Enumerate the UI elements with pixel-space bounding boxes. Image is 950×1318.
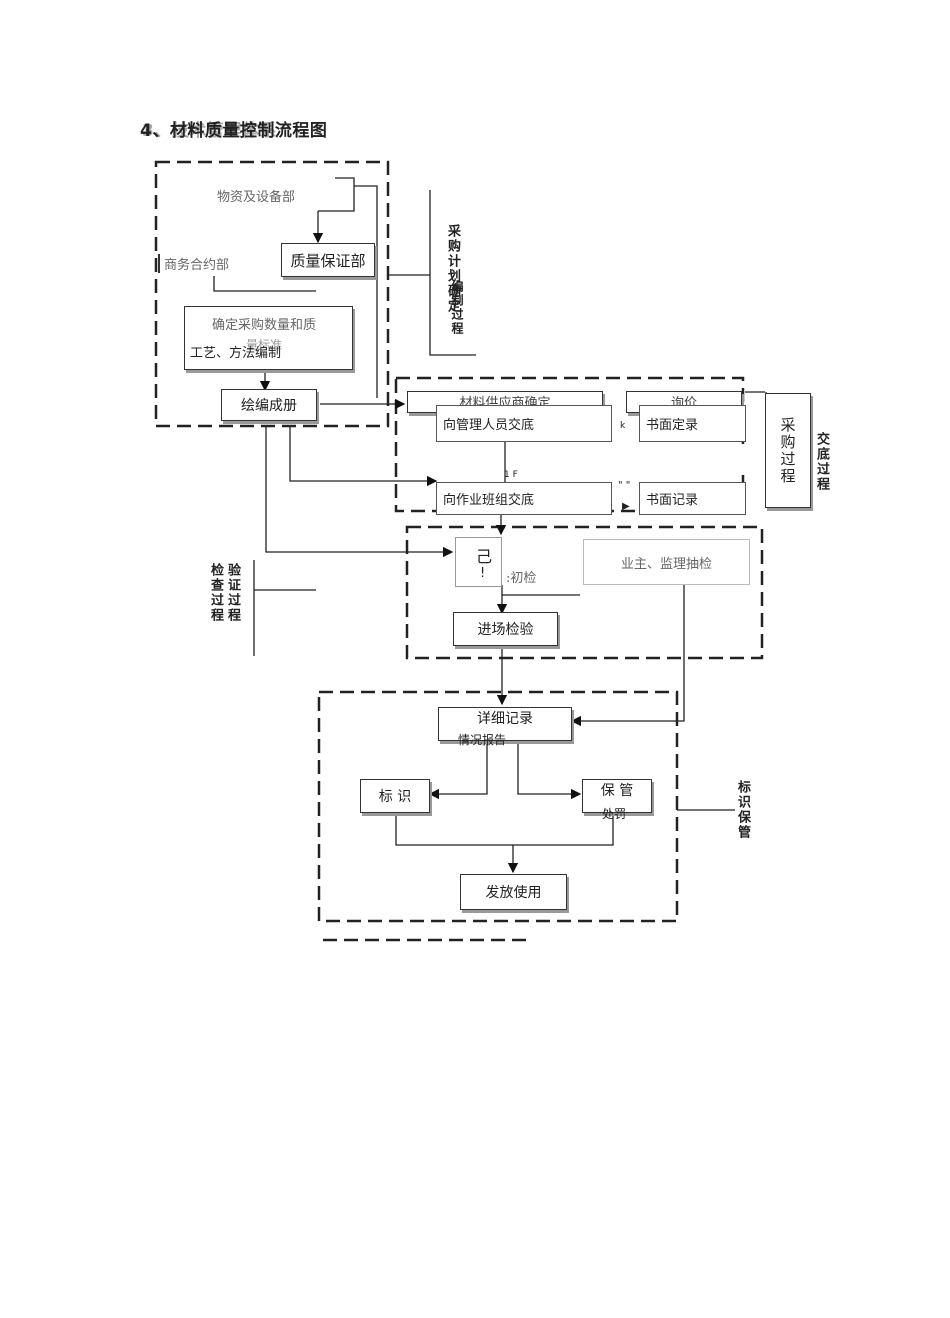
detailed-record-box: 详细记录 <box>438 707 572 741</box>
side-label-plan-a: 采购计划确定 <box>445 224 460 314</box>
owner-supervisor-check-box: 业主、监理抽检 <box>583 539 750 585</box>
char-excl: ! <box>480 566 486 581</box>
written-record-1-box: 书面定录 <box>639 405 746 442</box>
situation-report-label: 情况报告 <box>458 733 507 747</box>
purchase-process-box: 采购过程 <box>765 393 811 508</box>
side-label-inspection-b: 验证过程 <box>225 563 240 623</box>
initial-check-label: :初检 <box>506 571 537 586</box>
storage-box: 保 管 <box>582 779 652 813</box>
arrow-right-icon: ▶ <box>622 501 630 512</box>
group-plan-dashed <box>154 160 390 428</box>
determine-quantity-label: 确定采购数量和质 <box>212 318 317 333</box>
group-mark-dashed <box>317 690 679 923</box>
determine-quantity-box <box>184 306 353 370</box>
quantity-fragment-label: 量标准 <box>246 338 283 352</box>
char-ji: 己 <box>476 547 493 566</box>
site-inspection-box: 进场检验 <box>453 612 558 646</box>
marking-box: 标 识 <box>360 779 430 813</box>
tiny-k-label: k <box>620 421 626 431</box>
compile-booklet-box: 绘编成册 <box>221 389 317 421</box>
group-inspect-dashed <box>405 525 764 660</box>
dept-commercial-contract: 商务合约部 <box>158 254 229 273</box>
brief-team-box: 向作业班组交底 <box>436 482 612 515</box>
disposal-label: 处罚 <box>602 807 627 821</box>
side-label-inspection-a: 检查过程 <box>208 563 223 623</box>
side-label-plan-b: 编制过程 <box>450 280 464 336</box>
initial-check-box <box>455 537 502 587</box>
purchase-process-label: 采购过程 <box>778 416 797 485</box>
release-use-box: 发放使用 <box>460 874 567 910</box>
process-method-label: 工艺、方法编制 <box>190 346 282 361</box>
white-mask <box>614 445 754 475</box>
tiny-1f-label: 1 F <box>504 470 518 480</box>
side-label-briefing: 交底过程 <box>814 432 829 492</box>
written-record-2-box: 书面记录 <box>639 482 746 515</box>
page-title: 4、材料质量控制流程图 <box>140 121 328 141</box>
side-label-marking-storage: 标识保管 <box>735 780 750 840</box>
quality-assurance-box: 质量保证部 <box>281 243 375 277</box>
tiny-quote-label: " " <box>618 480 631 491</box>
dept-materials-equipment: 物资及设备部 <box>217 190 296 205</box>
brief-management-box: 向管理人员交底 <box>436 405 612 442</box>
title-overlay: 3、技术管理体系 <box>142 121 277 141</box>
